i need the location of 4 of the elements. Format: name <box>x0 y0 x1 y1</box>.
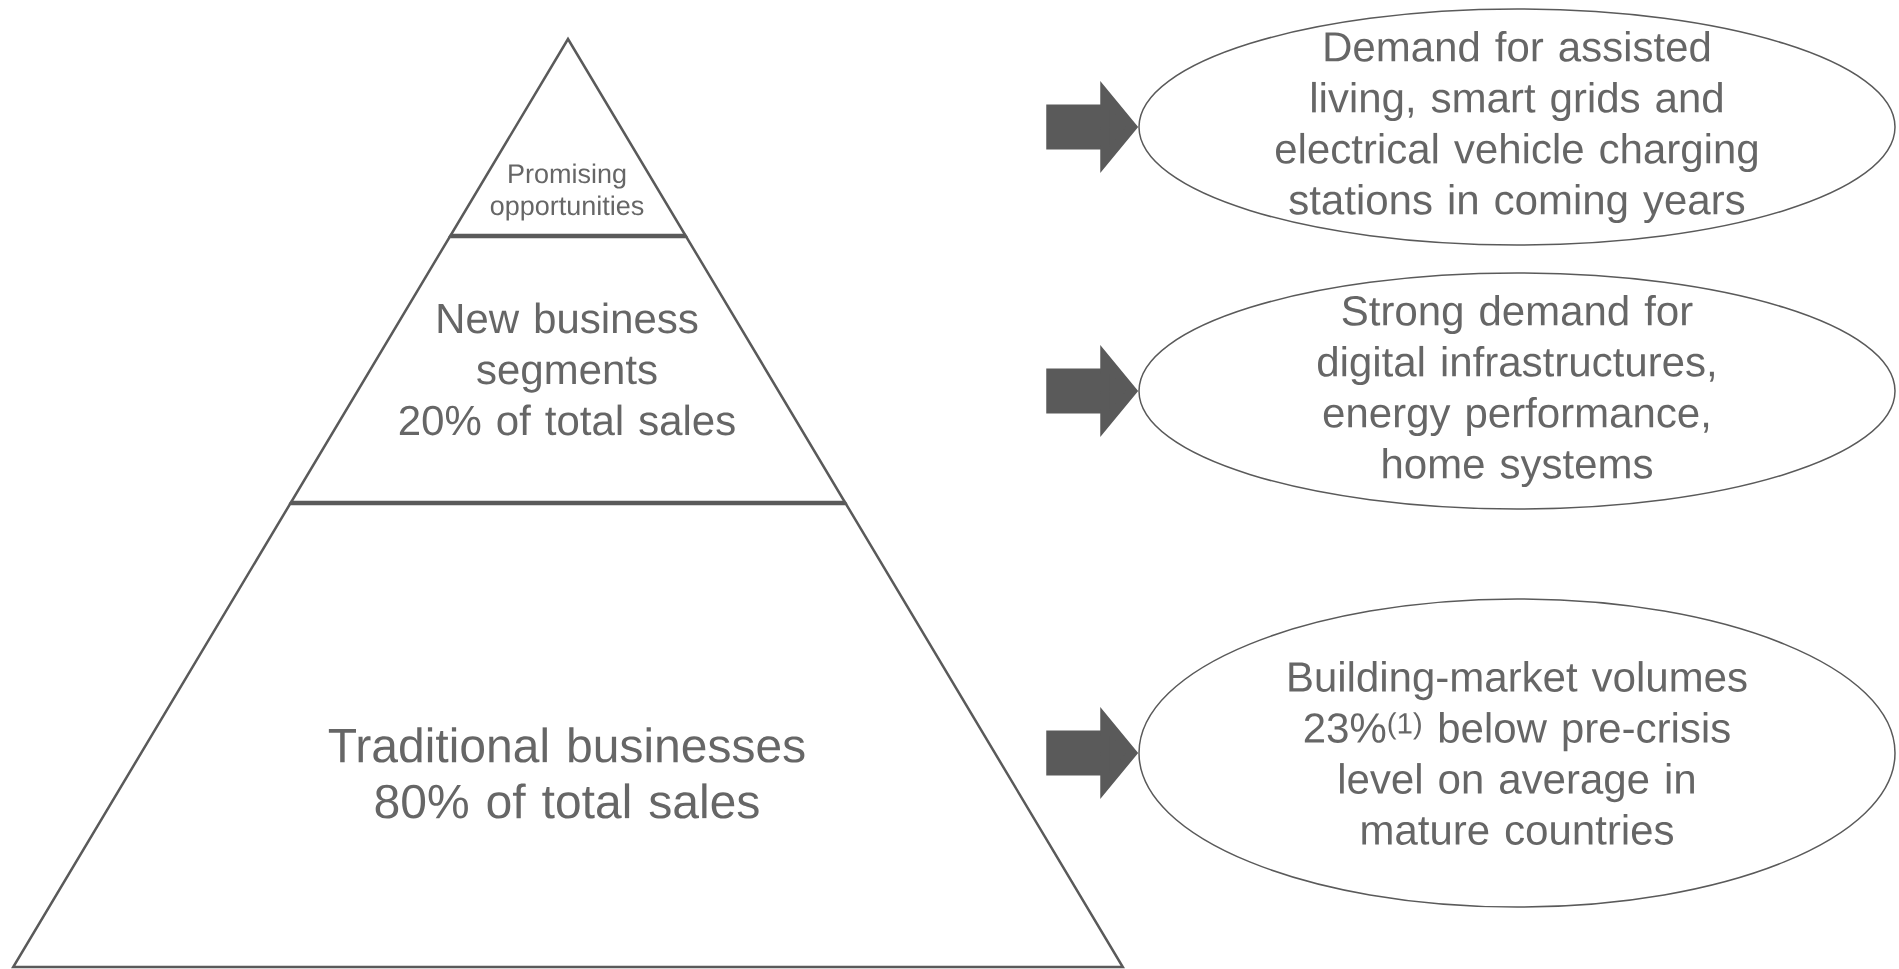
ellipse-callout: Building-market volumes 23%$^{(1)}$ below pre-crisis level on average in mature countries <box>1138 598 1896 908</box>
ellipse-callout: Demand for assisted living, smart grids and electrical vehicle charging stations in coming years <box>1138 8 1896 246</box>
pyramid-tier: Traditional businesses 80% of total sales <box>11 500 1125 969</box>
ellipse-callout: Strong demand for digital infrastructures, energy performance, home systems <box>1138 272 1896 510</box>
